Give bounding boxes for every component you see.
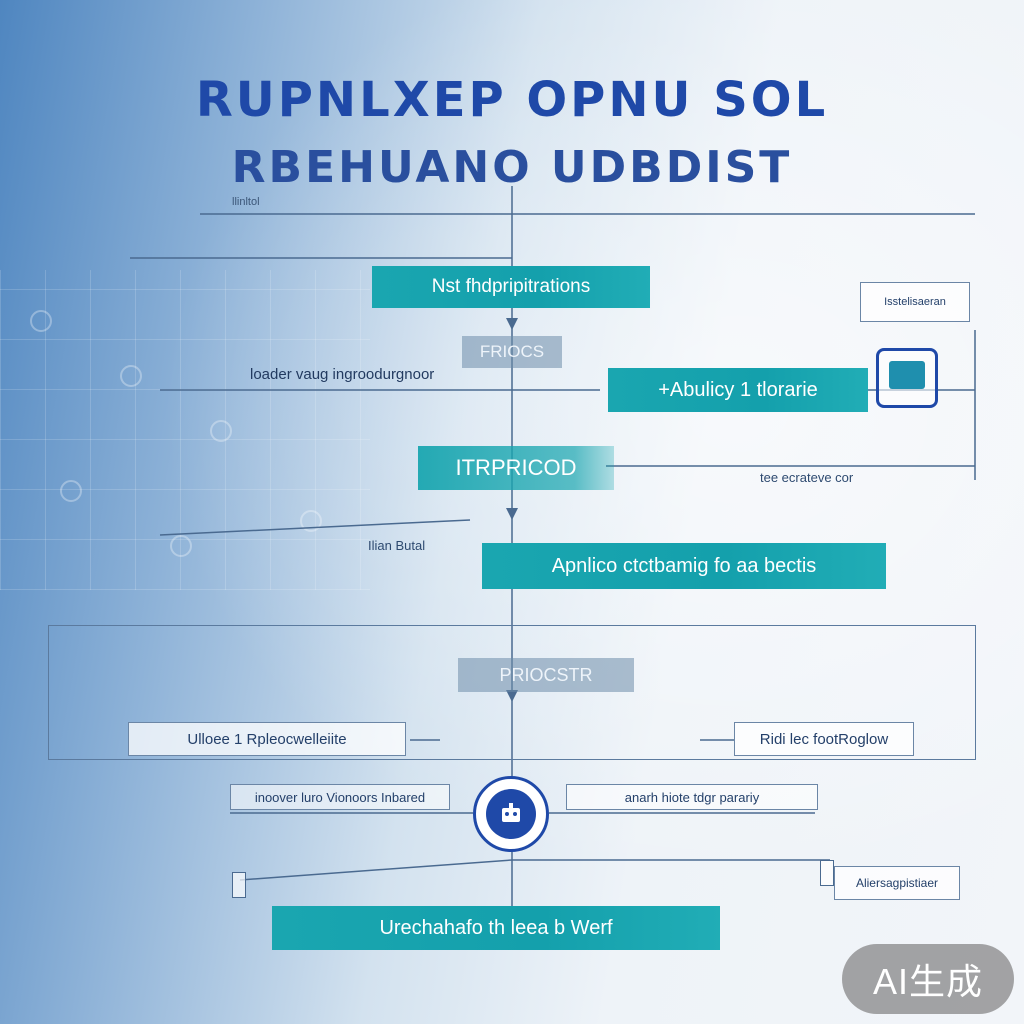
- arrow-down-2: [506, 508, 518, 520]
- flow-box-6: PRIOCSTR: [458, 658, 634, 692]
- flow-box-3: +Abulicy 1 tlorarie: [608, 368, 868, 412]
- flow-box-1: Nst fhdpripitrations: [372, 266, 650, 308]
- connector-plug-right: [820, 860, 834, 886]
- arrow-down-3: [506, 690, 518, 702]
- left-branch-label-1: loader vaug ingroodurgnoor: [250, 366, 435, 383]
- lower-section-frame: [48, 625, 976, 760]
- flow-box-2: FRIOCS: [462, 336, 562, 368]
- icon-right-label: anarh hiote tdgr parariy: [566, 784, 818, 810]
- row-left-box: Ulloee 1 Rpleocwelleiite: [128, 722, 406, 756]
- robot-icon: [486, 789, 536, 839]
- right-row-label: tee ecrateve cor: [760, 470, 854, 485]
- flow-box-7: Urechahafo th leea b Werf: [272, 906, 720, 950]
- flow-box-5: Apnlico ctctbamig fo aa bectis: [482, 543, 886, 589]
- ai-generated-badge: AI生成: [842, 944, 1014, 1014]
- row-right-box: Ridi lec footRoglow: [734, 722, 914, 756]
- bottom-right-box: Aliersagpistiaer: [834, 866, 960, 900]
- diagram-title-line-1: RUPNLXEP OPNU SOL: [195, 72, 829, 128]
- arrow-down-1: [506, 318, 518, 330]
- center-node-icon: [473, 776, 549, 852]
- left-branch-label-2: Ilian Butal: [368, 538, 426, 553]
- bottom-left-line: [239, 859, 513, 881]
- connector-plug-left: [232, 872, 246, 898]
- lower-left-branch-line: [159, 519, 471, 536]
- top-small-label: llinltol: [232, 196, 260, 208]
- diagram-title-line-2: RBEHUANO UDBDIST: [231, 142, 793, 193]
- icon-left-label: inoover luro Vionoors Inbared: [230, 784, 450, 810]
- flow-box-4: ITRPRICOD: [418, 446, 614, 490]
- right-tag-box: Isstelisaeran: [860, 282, 970, 322]
- device-icon: [876, 348, 938, 408]
